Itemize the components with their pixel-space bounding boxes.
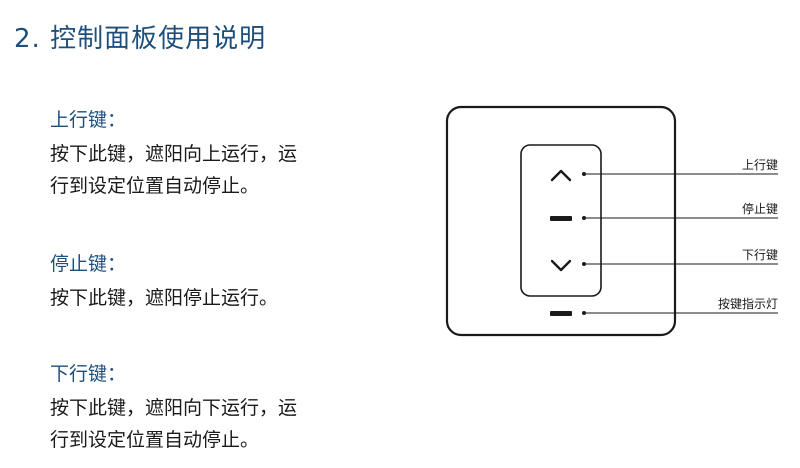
indicator-light-icon (550, 311, 572, 316)
leader-dot (582, 262, 586, 266)
section-body: 按下此键，遮阳向上运行，运 行到设定位置自动停止。 (50, 138, 360, 202)
chevron-down-icon (550, 259, 572, 272)
chevron-up-icon (550, 169, 572, 182)
control-panel-diagram (445, 105, 778, 337)
up-key[interactable] (550, 169, 572, 182)
section-up-key: 上行键： 按下此键，遮阳向上运行，运 行到设定位置自动停止。 (50, 108, 360, 202)
section-heading: 下行键： (50, 363, 127, 385)
section-body: 按下此键，遮阳停止运行。 (50, 282, 360, 314)
section-stop-key: 停止键： 按下此键，遮阳停止运行。 (50, 252, 360, 314)
leader-dot (582, 216, 586, 220)
dash-icon (550, 216, 572, 221)
body-line: 行到设定位置自动停止。 (50, 429, 260, 451)
leader-dot (582, 311, 586, 315)
section-heading: 上行键： (50, 109, 127, 131)
body-line: 行到设定位置自动停止。 (50, 175, 260, 197)
section-body: 按下此键，遮阳向下运行，运 行到设定位置自动停止。 (50, 392, 360, 456)
section-heading: 停止键： (50, 253, 127, 275)
page-title: 2. 控制面板使用说明 (14, 24, 267, 54)
down-key[interactable] (550, 259, 572, 272)
body-line: 按下此键，遮阳停止运行。 (50, 287, 279, 309)
callout-down-key: 下行键 (741, 248, 778, 262)
body-line: 按下此键，遮阳向下运行，运 (50, 397, 298, 419)
callout-indicator-light: 按键指示灯 (717, 297, 778, 311)
section-down-key: 下行键： 按下此键，遮阳向下运行，运 行到设定位置自动停止。 (50, 362, 360, 456)
callout-stop-key: 停止键 (741, 202, 778, 216)
stop-key[interactable] (550, 216, 572, 221)
leader-dot (582, 172, 586, 176)
callout-lines (582, 172, 778, 315)
callout-up-key: 上行键 (741, 158, 778, 172)
body-line: 按下此键，遮阳向上运行，运 (50, 143, 298, 165)
